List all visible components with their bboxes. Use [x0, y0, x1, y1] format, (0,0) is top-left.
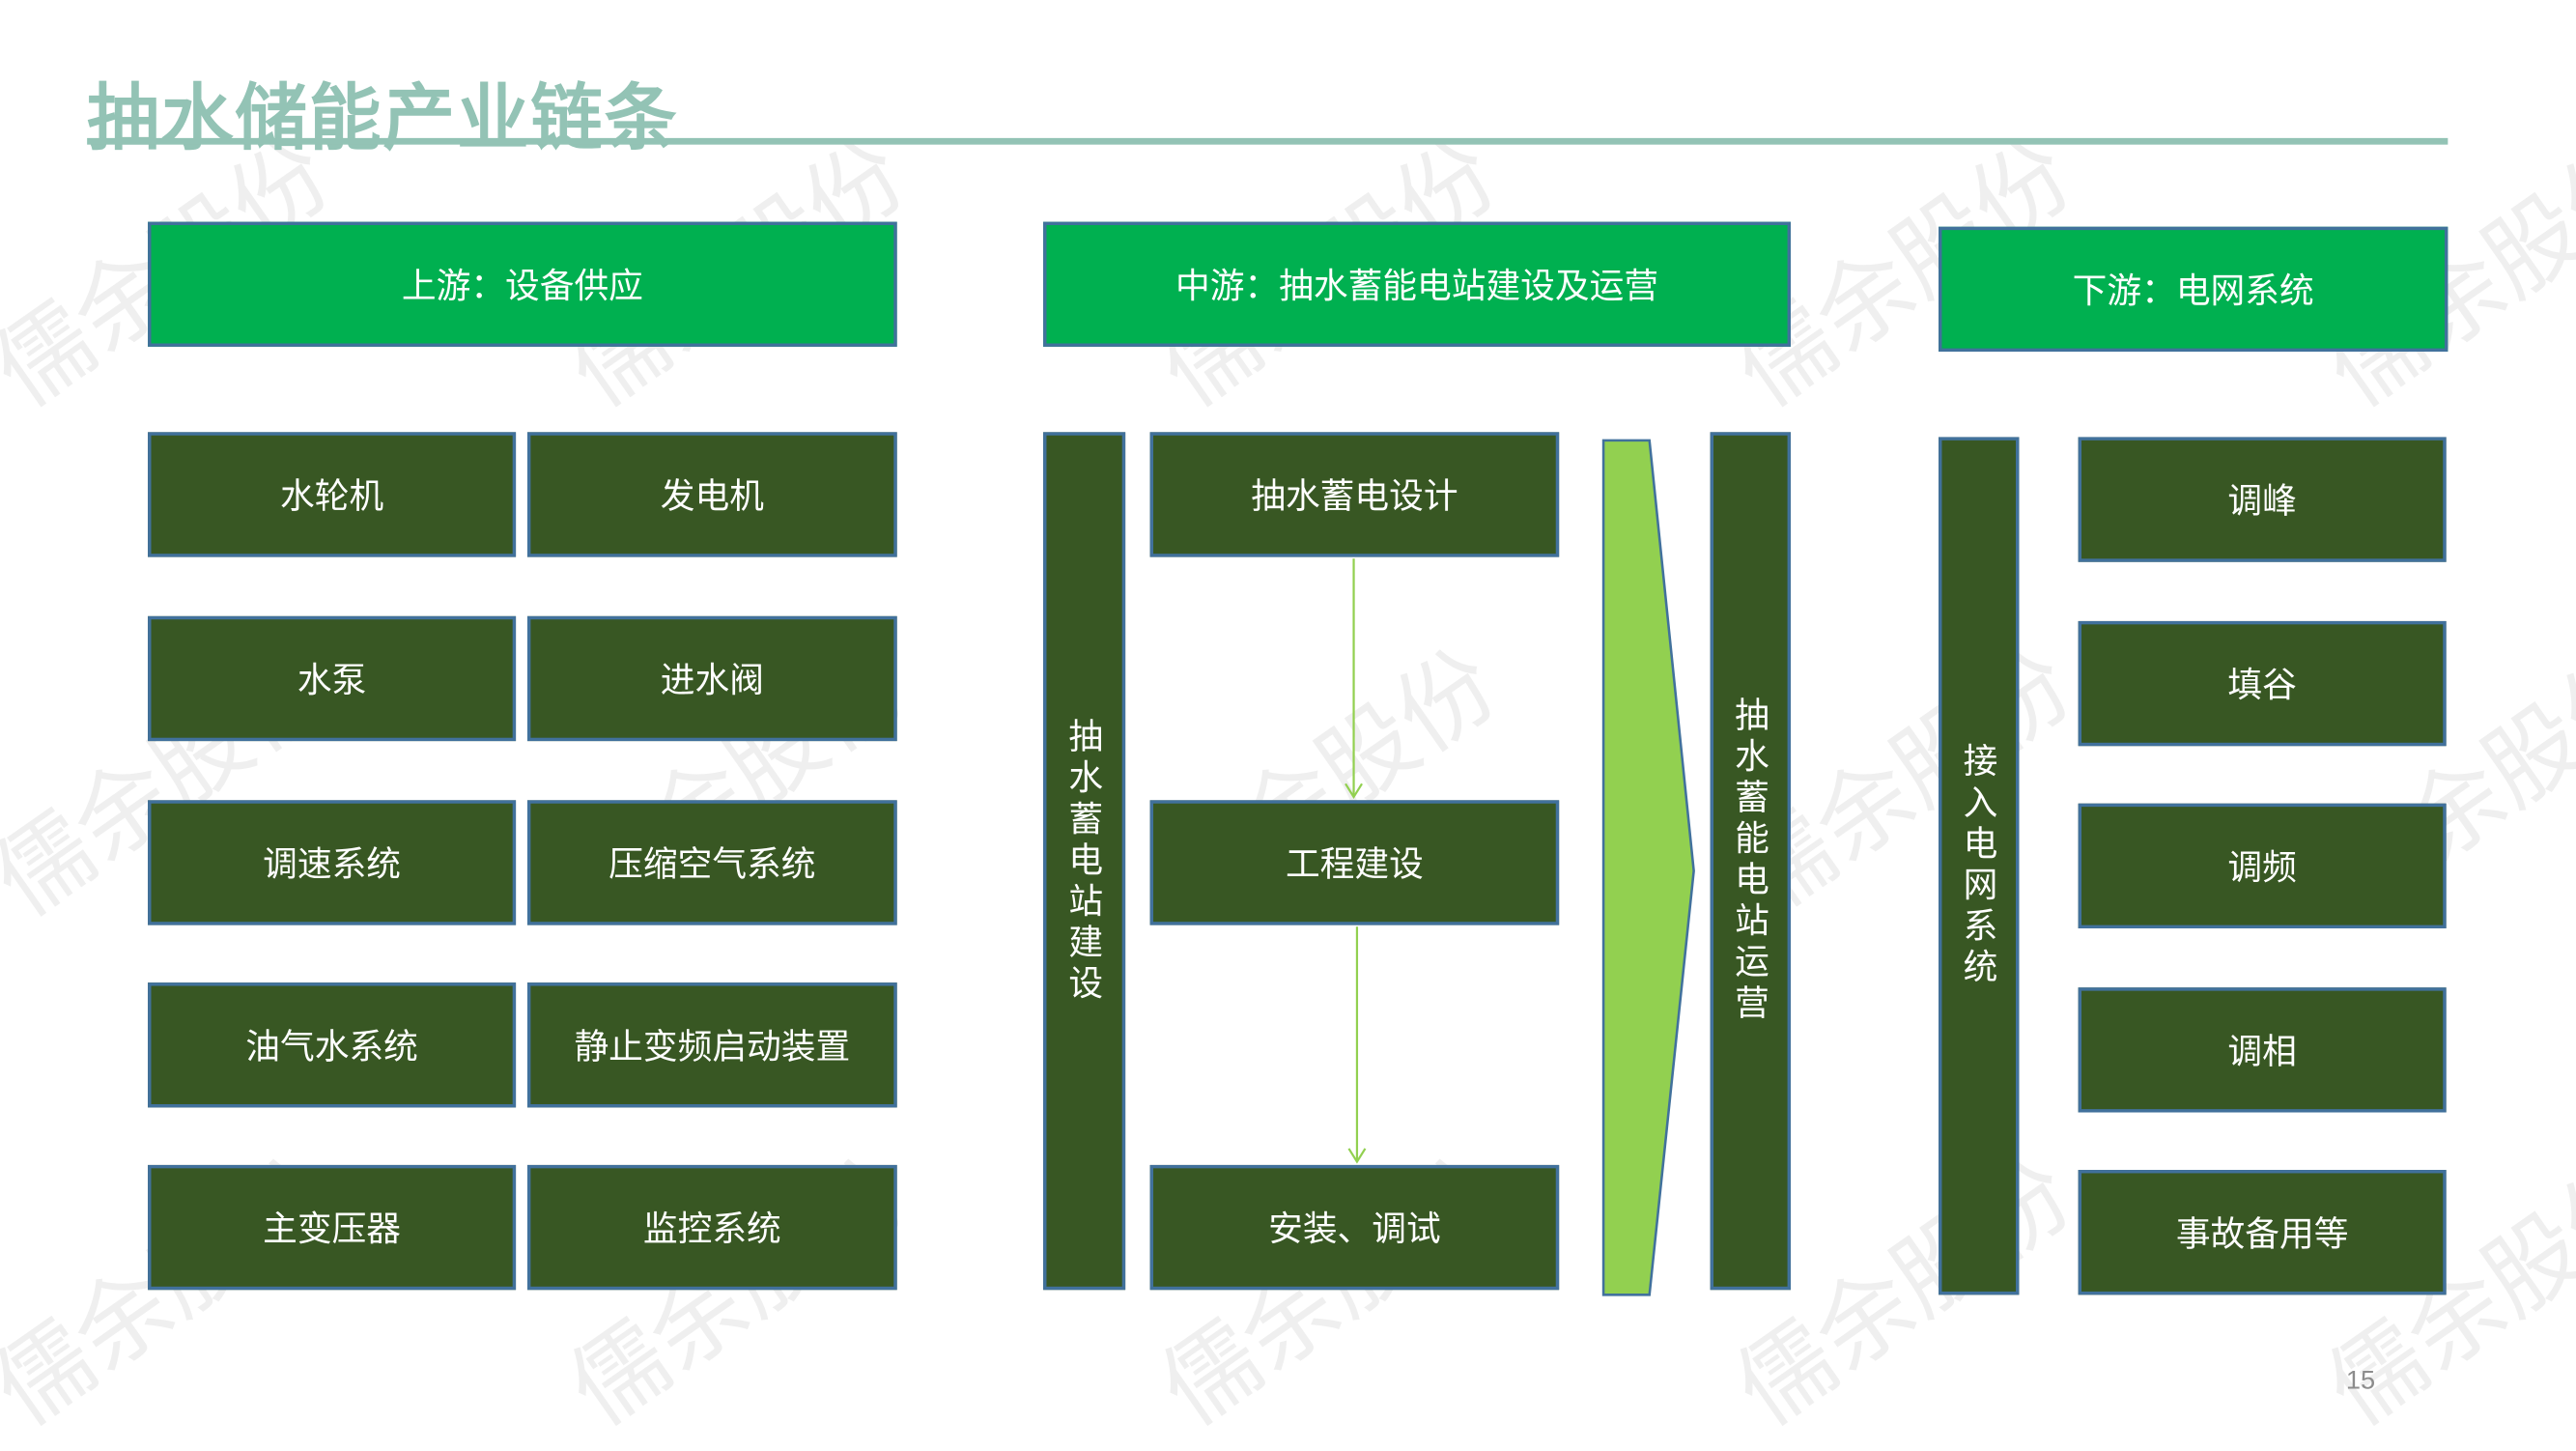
construction-bar: 抽水蓄电站建设 [1043, 432, 1126, 1291]
upstream-item: 发电机 [526, 432, 897, 557]
header-midstream: 中游：抽水蓄能电站建设及运营 [1043, 221, 1791, 347]
downstream-item: 调峰 [2078, 437, 2447, 562]
upstream-item: 调速系统 [148, 800, 517, 925]
upstream-item: 监控系统 [526, 1164, 897, 1291]
operation-bar: 抽水蓄能电站运营 [1710, 432, 1791, 1291]
midstream-step: 安装、调试 [1149, 1164, 1560, 1291]
header-upstream: 上游：设备供应 [148, 221, 897, 347]
midstream-step: 抽水蓄电设计 [1149, 432, 1560, 557]
title-underline [87, 137, 2449, 145]
downstream-item: 调相 [2078, 987, 2447, 1113]
construction-bar-label: 抽水蓄电站建设 [1064, 717, 1105, 1006]
upstream-item: 进水阀 [526, 615, 897, 742]
upstream-item: 压缩空气系统 [526, 800, 897, 925]
midstream-step: 工程建设 [1149, 800, 1560, 925]
page-title: 抽水储能产业链条 [87, 76, 679, 161]
upstream-item: 水轮机 [148, 432, 517, 557]
header-downstream: 下游：电网系统 [1939, 226, 2449, 352]
operation-bar-label: 抽水蓄能电站运营 [1730, 697, 1770, 1026]
downstream-item: 事故备用等 [2078, 1170, 2447, 1295]
upstream-item: 主变压器 [148, 1164, 517, 1291]
grid-bar-label: 接入电网系统 [1959, 742, 1999, 989]
upstream-item: 静止变频启动装置 [526, 982, 897, 1108]
page-number: 15 [2345, 1367, 2376, 1396]
downstream-item: 填谷 [2078, 620, 2447, 747]
grid-bar: 接入电网系统 [1939, 437, 2020, 1295]
arrow-down-icon [1345, 558, 1363, 800]
chevron-arrow-icon [1601, 439, 1695, 1296]
arrow-down-icon [1347, 926, 1367, 1164]
upstream-item: 水泵 [148, 615, 517, 742]
upstream-item: 油气水系统 [148, 982, 517, 1108]
downstream-item: 调频 [2078, 803, 2447, 929]
